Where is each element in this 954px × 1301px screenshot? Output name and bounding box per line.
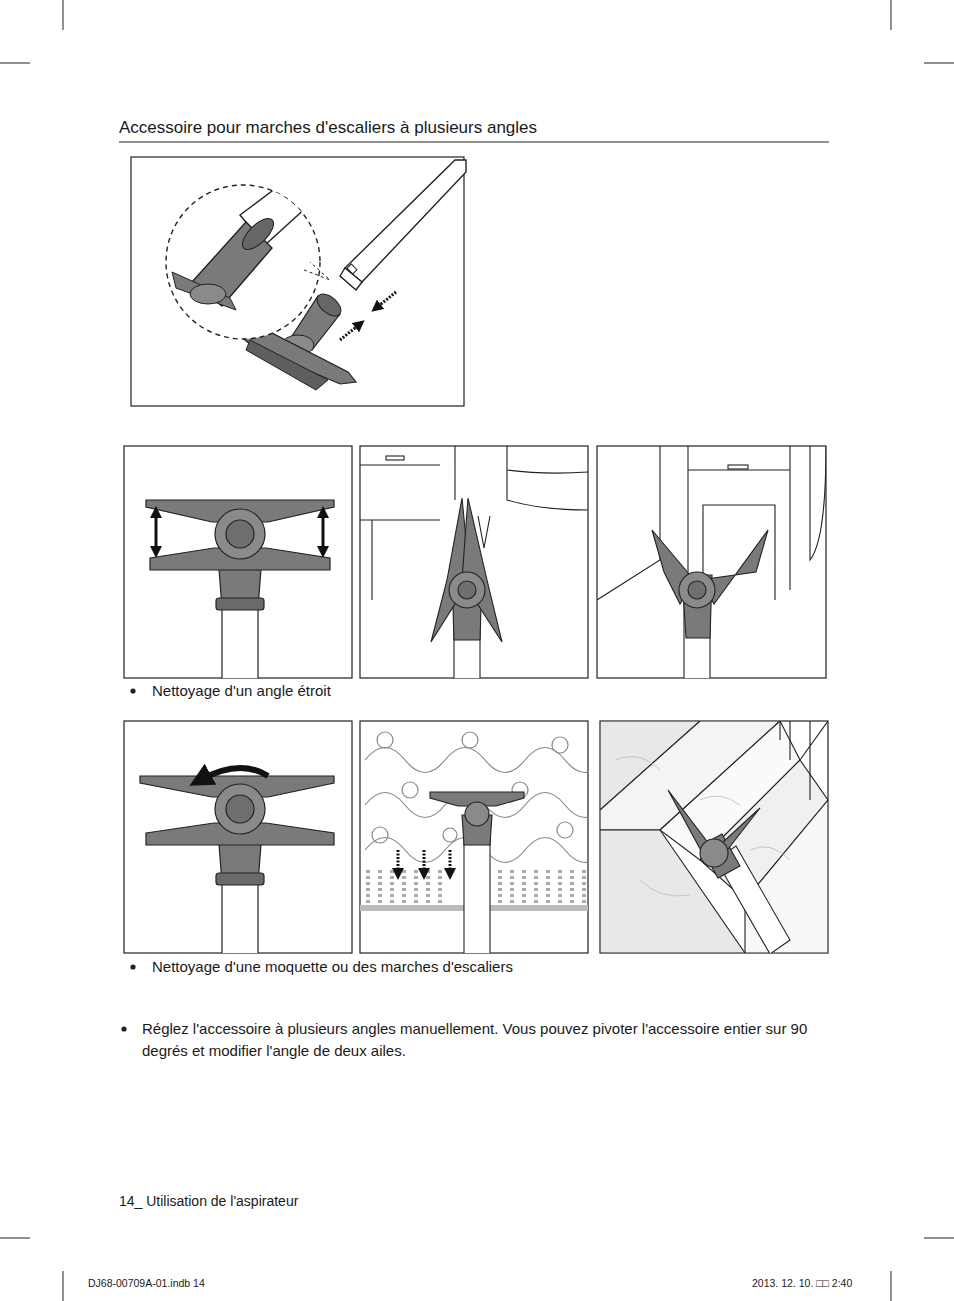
section-title: Accessoire pour marches d'escaliers à pl… xyxy=(119,117,537,139)
note-text: Réglez l'accessoire à plusieurs angles m… xyxy=(142,1018,832,1062)
print-info: DJ68-00709A-01.indb 14 xyxy=(88,1277,205,1291)
print-info: 2013. 12. 10. □□ 2:40 xyxy=(752,1277,852,1291)
page-footer: 14_ Utilisation de l'aspirateur xyxy=(119,1192,298,1210)
caption: Nettoyage d'une moquette ou des marches … xyxy=(152,957,513,977)
caption: Nettoyage d'un angle étroit xyxy=(152,681,331,701)
